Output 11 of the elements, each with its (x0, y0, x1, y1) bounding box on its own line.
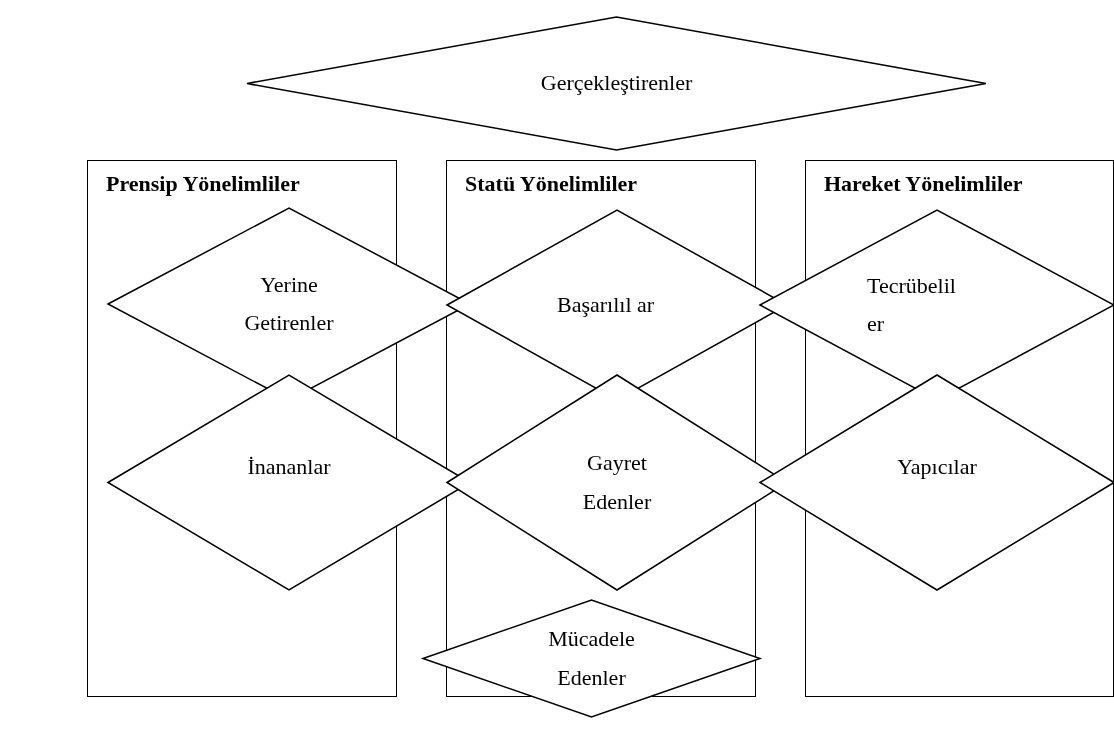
diamond-label: Tecrübelil er (867, 271, 957, 338)
diamond-label: Başarılıl ar (557, 290, 656, 319)
diamond-label: Gayret Edenler (581, 449, 653, 516)
column-heading: Statü Yönelimliler (465, 171, 638, 197)
diamond-label: İnananlar (246, 453, 332, 482)
diamond-label: Gerçekleştirenler (539, 69, 694, 98)
diamond-label: Mücadele Edenler (547, 625, 636, 692)
diamond-label: Yerine Getirenler (243, 270, 335, 337)
column-heading: Hareket Yönelimliler (824, 171, 1023, 197)
diamond-label: Yapıcılar (896, 453, 978, 482)
column-heading: Prensip Yönelimliler (106, 171, 300, 197)
